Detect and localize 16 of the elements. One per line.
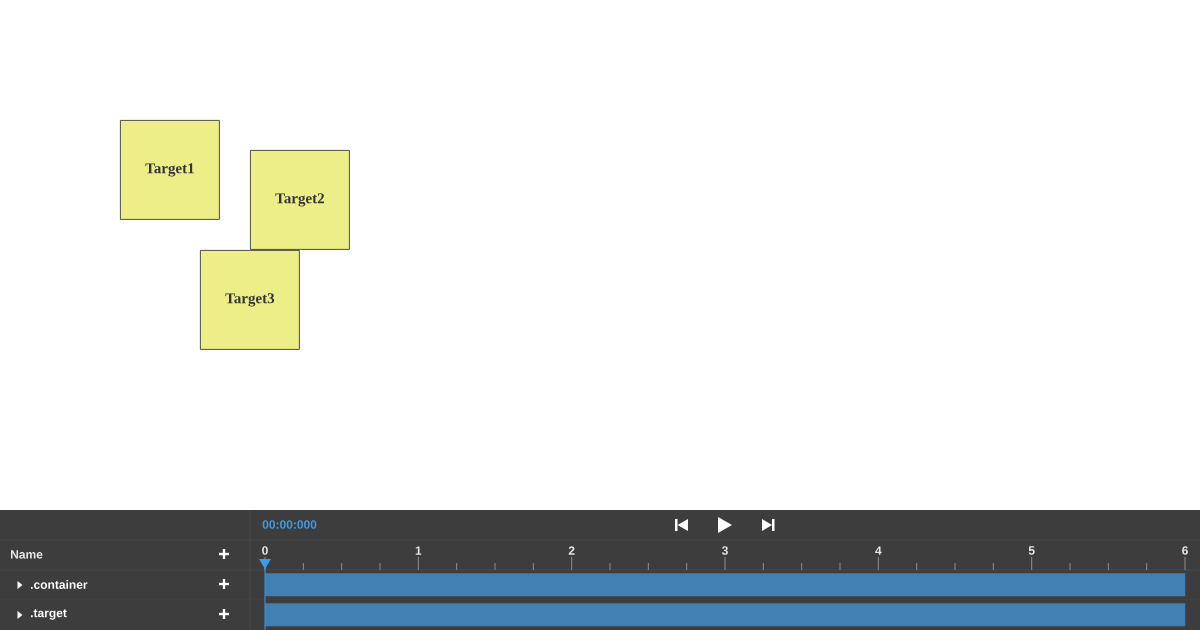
track-name: .target <box>31 609 67 620</box>
tick-label: 3 <box>721 546 728 555</box>
tick-label: 6 <box>1182 546 1188 555</box>
tick-label: 4 <box>875 546 882 555</box>
tick-label: 5 <box>1028 546 1035 555</box>
column-header: Name <box>11 550 43 559</box>
target-box: Target3 <box>200 250 300 350</box>
tick-label: 0 <box>262 546 268 555</box>
tick-label: 2 <box>568 546 575 555</box>
time-display: 00:00:000 <box>262 520 317 529</box>
timeline-bar <box>265 573 1186 597</box>
target-box: Target1 <box>120 120 220 220</box>
track-name: .container <box>31 580 88 589</box>
timeline-bar <box>265 603 1186 627</box>
tick-label: 1 <box>415 546 422 555</box>
target-box: Target2 <box>250 150 350 250</box>
